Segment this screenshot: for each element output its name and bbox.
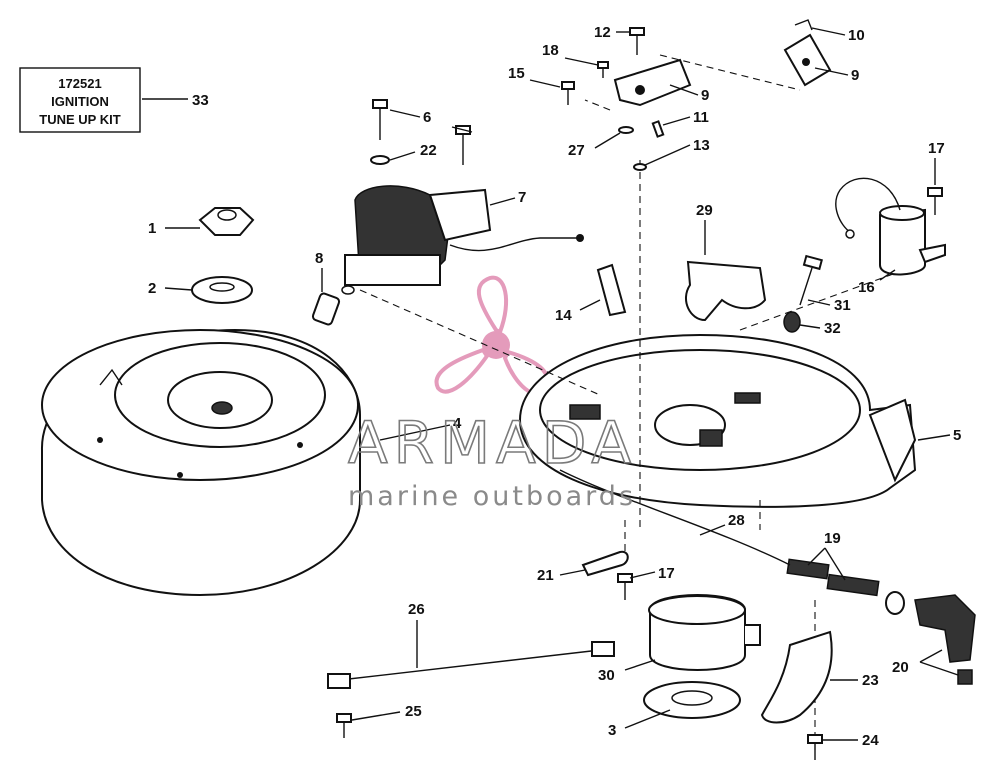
callout-7: 7 — [518, 189, 526, 206]
callout-25: 25 — [405, 703, 422, 720]
washer-27 — [618, 126, 634, 134]
felt-wick — [596, 263, 627, 317]
callout-22: 22 — [420, 142, 437, 159]
callout-labels: 1 2 3 4 5 6 7 8 9 9 10 11 12 13 14 15 16… — [148, 24, 961, 749]
callout-28: 28 — [728, 512, 745, 529]
high-tension-lead — [559, 469, 791, 566]
callout-12: 12 — [594, 24, 611, 41]
kit-line-ignition: IGNITION — [51, 94, 109, 109]
ground-screw — [617, 573, 633, 600]
callout-21: 21 — [537, 567, 554, 584]
callout-24: 24 — [862, 732, 879, 749]
small-washer-13 — [633, 163, 647, 171]
callout-15: 15 — [508, 65, 525, 82]
wire-boot — [914, 594, 976, 685]
callout-10: 10 — [848, 27, 865, 44]
condenser-screw — [927, 187, 943, 215]
callout-29: 29 — [696, 202, 713, 219]
callout-3: 3 — [608, 722, 616, 739]
kit-line-tuneup: TUNE UP KIT — [39, 112, 120, 127]
kit-part-number: 172521 — [58, 76, 101, 91]
cam-cover — [648, 594, 761, 671]
spring — [783, 311, 801, 333]
callout-9-a: 9 — [701, 87, 709, 104]
callout-4: 4 — [453, 415, 462, 432]
points-screw — [629, 27, 645, 55]
callout-23: 23 — [862, 672, 879, 689]
condenser — [835, 177, 946, 276]
callout-11: 11 — [693, 109, 709, 126]
callout-2: 2 — [148, 280, 156, 297]
screw-15 — [561, 81, 575, 105]
ignition-coil — [344, 185, 584, 286]
screw-31 — [799, 254, 823, 306]
watermark-tagline: marine outboards — [348, 481, 636, 512]
callout-16: 16 — [858, 279, 875, 296]
callout-18: 18 — [542, 42, 559, 59]
tune-up-kit-box: 172521 IGNITION TUNE UP KIT 33 — [19, 67, 209, 133]
armada-logo — [434, 275, 550, 396]
callout-27: 27 — [568, 142, 585, 159]
pivot-pin — [651, 120, 665, 138]
watermark-brand: ARMADA — [348, 409, 637, 477]
callout-6: 6 — [423, 109, 431, 126]
callout-8: 8 — [315, 250, 323, 267]
flywheel — [40, 328, 361, 597]
lead-screw — [336, 713, 352, 738]
callout-20: 20 — [892, 659, 909, 676]
hex-nut — [198, 207, 255, 236]
leader-lines — [142, 27, 959, 741]
coil-washer — [370, 155, 390, 165]
retaining-clip — [794, 19, 813, 31]
callout-19: 19 — [824, 530, 841, 547]
callout-1: 1 — [148, 220, 156, 237]
breaker-points — [613, 33, 832, 107]
callout-17-b: 17 — [658, 565, 675, 582]
watermark: ARMADA marine outboards — [347, 408, 637, 512]
callout-26: 26 — [408, 601, 425, 618]
callout-31: 31 — [834, 297, 851, 314]
flat-washer — [191, 276, 253, 304]
stator-plate — [518, 333, 917, 508]
insulation-sleeves — [786, 558, 905, 615]
callout-14: 14 — [555, 307, 572, 324]
wire-terminal — [581, 550, 629, 577]
mounting-bracket — [760, 630, 833, 724]
callout-13: 13 — [693, 137, 710, 154]
spark-plug-boot — [311, 285, 355, 326]
felt-pad — [685, 260, 767, 322]
callout-32: 32 — [824, 320, 841, 337]
bracket-screw — [807, 734, 823, 760]
callout-30: 30 — [598, 667, 615, 684]
ground-lead — [327, 641, 615, 689]
callout-17-a: 17 — [928, 140, 945, 157]
screw-18 — [597, 61, 609, 78]
callout-5: 5 — [953, 427, 961, 444]
callout-33: 33 — [192, 92, 209, 109]
large-washer — [643, 681, 741, 719]
callout-9-b: 9 — [851, 67, 859, 84]
